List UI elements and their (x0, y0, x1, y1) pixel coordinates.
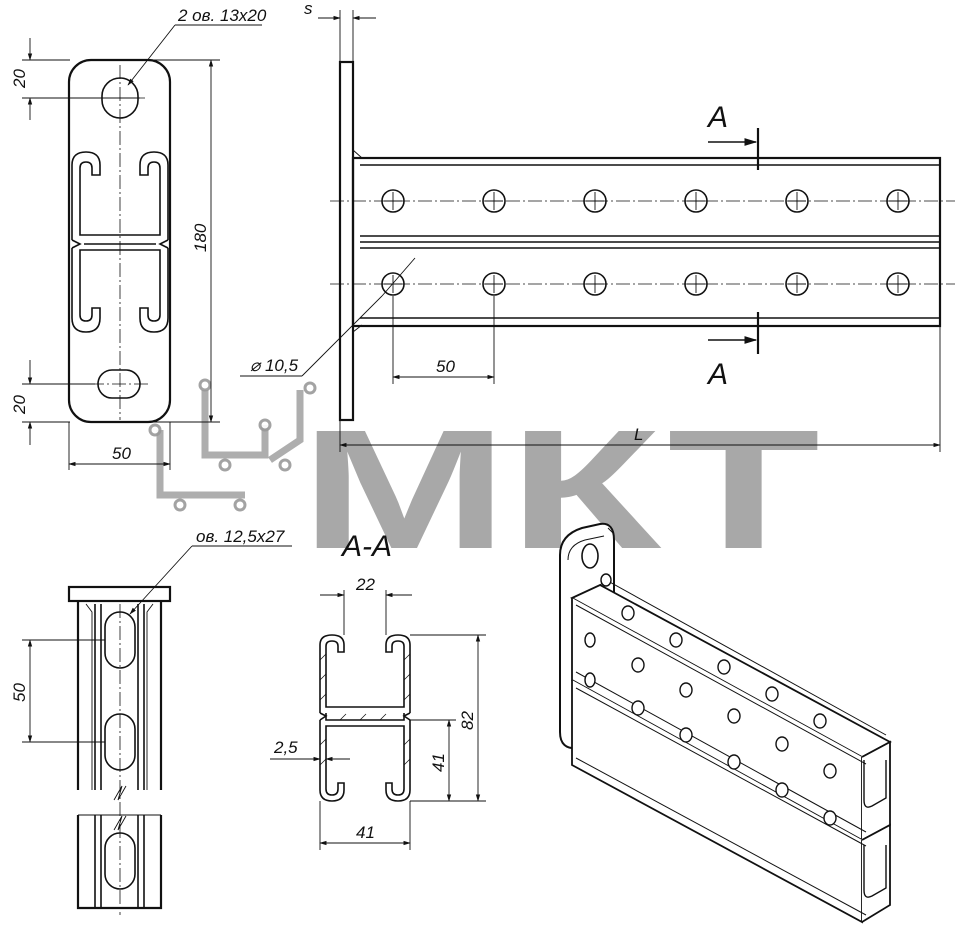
dim-s: s (304, 0, 376, 62)
dim-opening-label: 22 (355, 575, 375, 594)
hole-diameter-label: ⌀ 10,5 (250, 356, 299, 375)
rail-end-plate (67, 585, 172, 603)
logo-rail-icon (156, 390, 304, 499)
dim-thickness-label: 2,5 (273, 738, 298, 757)
hole-pitch-label: 50 (436, 357, 455, 376)
slot-callout-label: 2 ов. 13х20 (177, 6, 267, 25)
iso-holes (584, 573, 837, 826)
base-plate-outline (67, 58, 172, 424)
section-label-top: A (706, 101, 728, 134)
watermark-logo: МКТ (148, 378, 820, 585)
section-label-bottom: A (706, 358, 728, 391)
dim-length: L (339, 326, 941, 452)
rail-hole (886, 189, 910, 213)
slot-callout: 2 ов. 13х20 (127, 6, 267, 86)
rail-slot-callout-label: ов. 12,5х27 (196, 527, 285, 546)
dim-top-label: 20 (10, 69, 29, 89)
dim-s-label: s (304, 0, 313, 18)
rail-hole (381, 272, 405, 296)
section-marker-top: A (706, 101, 760, 170)
dim-top: 20 (10, 38, 140, 120)
rail-hole (482, 189, 506, 213)
rail-fillet-lines (85, 603, 154, 790)
rail-hole (684, 272, 708, 296)
rail-hole (583, 272, 607, 296)
front-view: 20 20 180 50 2 ов. 13х20 (10, 6, 267, 470)
weld-fillet (352, 149, 363, 333)
section-aa: A-A 22 (270, 530, 486, 850)
dim-height-label: 180 (191, 223, 210, 252)
dim-width-label: 50 (112, 444, 131, 463)
rail-outline (76, 601, 163, 910)
rail-hole (482, 272, 506, 296)
break-mark (113, 815, 127, 831)
dim-thickness: 2,5 (270, 738, 350, 762)
section-title: A-A (340, 530, 392, 563)
dim-bottom-label: 20 (10, 395, 29, 415)
rail-hole (785, 189, 809, 213)
rail-slot-callout: ов. 12,5х27 (129, 527, 292, 615)
dim-half-label: 41 (429, 753, 448, 772)
rail-hole (583, 189, 607, 213)
dim-width: 50 (68, 422, 171, 470)
rail-hole (684, 189, 708, 213)
rail-hole (886, 272, 910, 296)
dim-section-width: 41 (319, 801, 411, 850)
dim-bottom: 20 (10, 360, 95, 445)
isometric-view (559, 522, 892, 924)
rail-front-view: ов. 12,5х27 50 (10, 527, 292, 915)
dim-opening: 22 (320, 575, 412, 635)
dim-height: 180 (140, 59, 220, 423)
hole-diameter-callout: ⌀ 10,5 (240, 257, 416, 377)
rail-groove-lines (94, 604, 145, 908)
side-plate (338, 60, 355, 422)
section-marker-bottom: A (706, 312, 760, 391)
iso-slot (581, 543, 599, 569)
section-profile (319, 634, 411, 802)
logo-rail-icon-dots (148, 378, 317, 512)
section-hatch (319, 653, 411, 766)
dim-section-height-label: 82 (458, 711, 477, 730)
dim-slot-pitch: 50 (10, 639, 105, 743)
rail-holes (381, 189, 910, 296)
dim-section-height: 82 (410, 634, 486, 802)
rail-hole (381, 189, 405, 213)
dim-section-width-label: 41 (356, 823, 375, 842)
dim-half-height: 41 (410, 719, 456, 802)
length-label: L (634, 425, 643, 444)
side-view: s A A ⌀ 10,5 50 (240, 0, 955, 452)
rail-hole (785, 272, 809, 296)
slot-pitch-label: 50 (10, 683, 29, 702)
dim-hole-pitch: 50 (392, 296, 495, 384)
